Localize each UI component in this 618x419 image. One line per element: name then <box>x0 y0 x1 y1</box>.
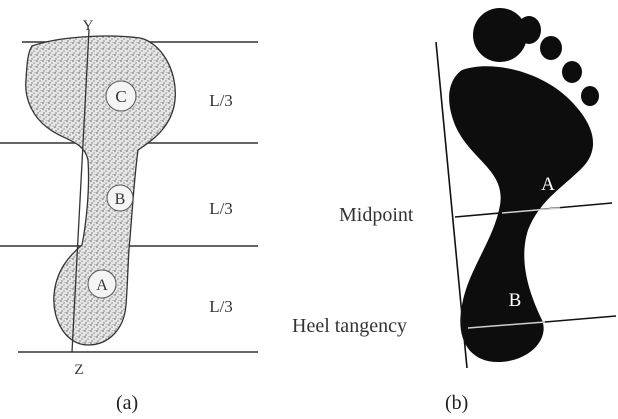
panel-b: A B Midpoint Heel tangency <box>292 8 616 368</box>
region-a-letter: A <box>96 277 108 294</box>
axis-z-label: Z <box>74 362 83 378</box>
region-a-label-b: A <box>541 174 555 195</box>
footprint-a <box>26 36 176 345</box>
region-c-letter: C <box>115 87 126 106</box>
region-a: A <box>88 270 116 298</box>
size-label-middle: L/3 <box>209 199 233 218</box>
region-b-label-b: B <box>509 290 522 311</box>
heel-tangency-label: Heel tangency <box>292 315 407 337</box>
midpoint-label: Midpoint <box>339 204 414 226</box>
panel-a: Y Z C B A L/3 L/3 L/3 <box>0 18 258 378</box>
axis-y-label: Y <box>83 18 94 34</box>
region-b: B <box>107 185 133 211</box>
footprint-b <box>449 66 593 362</box>
size-label-top: L/3 <box>209 91 233 110</box>
region-c: C <box>106 81 136 111</box>
caption-a: (a) <box>116 392 138 415</box>
caption-b: (b) <box>445 392 468 415</box>
region-b-letter: B <box>115 191 126 208</box>
size-label-bottom: L/3 <box>209 297 233 316</box>
